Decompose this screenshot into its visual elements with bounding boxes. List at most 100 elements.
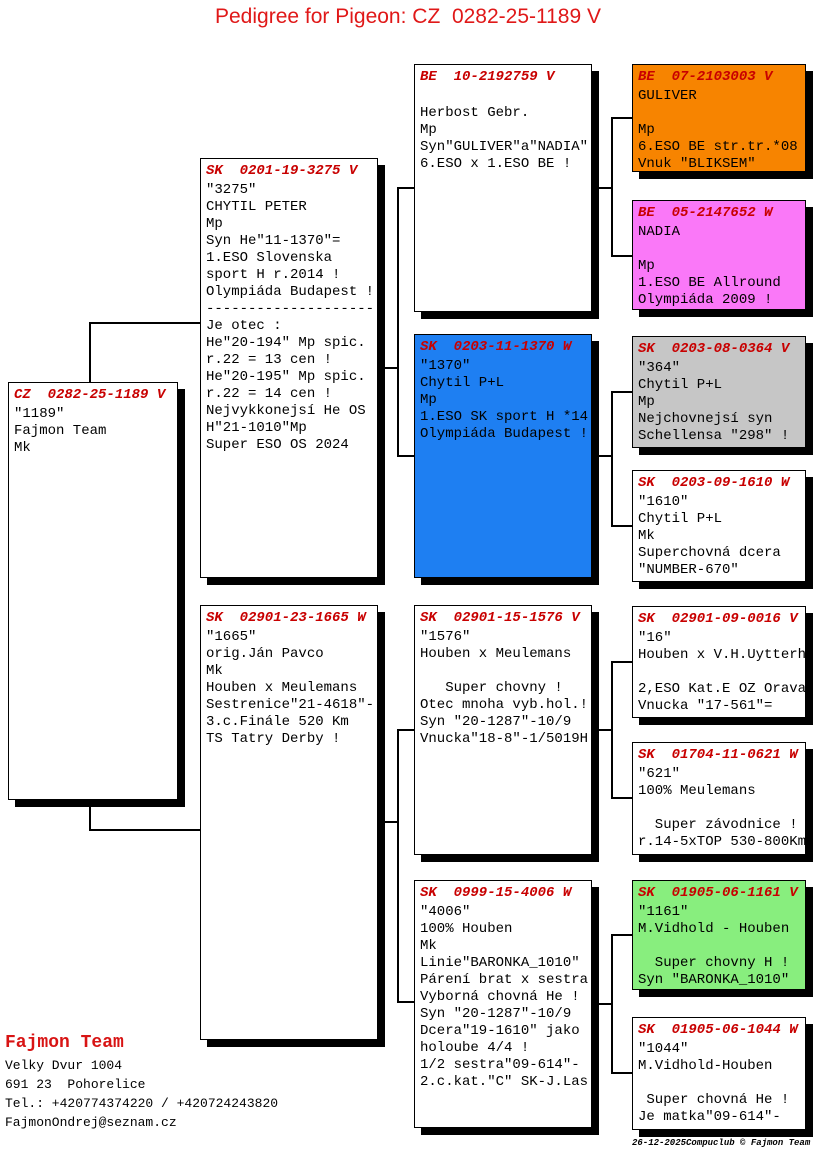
text-line: Je otec : — [206, 318, 282, 334]
text-line: Super chovny H ! — [638, 955, 790, 971]
text-line: CHYTIL PETER — [206, 199, 307, 215]
text-line: 2.c.kat."C" SK-J.Las — [420, 1074, 589, 1090]
text-line: Syn "20-1287"-10/9 — [420, 1006, 572, 1022]
pigeon-details: "621"100% Meulemans Super závodnice !r.1… — [638, 766, 806, 851]
text-line: Mp — [206, 216, 223, 232]
text-line: Chytil P+L — [420, 375, 505, 391]
text-line: "NUMBER-670" — [638, 562, 739, 578]
text-line: holoube 4/4 ! — [420, 1040, 530, 1056]
ring-number: SK 02901-09-0016 V — [638, 611, 798, 627]
connector-line — [89, 829, 201, 831]
text-line: He"20-194" Mp spic. — [206, 335, 366, 351]
program-credit: Compuclub © Fajmon Team — [686, 1138, 811, 1148]
text-line: Mp — [638, 394, 655, 410]
text-line: Syn He"11-1370"= — [206, 233, 341, 249]
connector-line — [611, 797, 632, 799]
text-line: 1.ESO BE Allround — [638, 275, 781, 291]
text-line: sport H r.2014 ! — [206, 267, 341, 283]
print-date: 26-12-2025 — [632, 1138, 687, 1148]
connector-line — [378, 821, 398, 823]
ring-number: CZ 0282-25-1189 V — [14, 387, 166, 403]
text-line: Houben x Meulemans — [206, 680, 358, 696]
text-line: Mk — [420, 938, 437, 954]
text-line: Vnucka "17-561"= — [638, 698, 773, 714]
text-line: Super ESO OS 2024 — [206, 437, 349, 453]
text-line: Nejvykkonejsí He OS — [206, 403, 366, 419]
text-line: Linie"BARONKA_1010" — [420, 955, 580, 971]
text-line: Houben x V.H.Uytterh — [638, 647, 806, 663]
connector-line — [592, 1003, 612, 1005]
text-line — [638, 241, 803, 258]
pigeon-details: "1161"M.Vidhold - Houben Super chovny H … — [638, 904, 803, 989]
connector-line — [611, 661, 613, 799]
connector-line — [397, 187, 399, 457]
text-line: Velky Dvur 1004 — [5, 1058, 123, 1073]
connector-line — [611, 525, 632, 527]
text-line: Superchovná dcera — [638, 545, 781, 561]
connector-line — [89, 322, 201, 324]
text-line: TS Tatry Derby ! — [206, 731, 341, 747]
text-line: Párení brat x sestra — [420, 972, 589, 988]
text-line: Mp — [638, 258, 655, 274]
connector-line — [611, 117, 632, 119]
text-line: "3275" — [206, 182, 257, 198]
text-line: Super závodnice ! — [638, 817, 798, 833]
text-line — [638, 938, 803, 955]
text-line: M.Vidhold-Houben — [638, 1058, 773, 1074]
ring-number: SK 01704-11-0621 W — [638, 747, 798, 763]
text-line: r.22 = 13 cen ! — [206, 352, 333, 368]
text-line: r.22 = 14 cen ! — [206, 386, 333, 402]
connector-line — [611, 255, 632, 257]
ring-number: SK 01905-06-1044 W — [638, 1022, 798, 1038]
connector-line — [397, 187, 415, 189]
text-line: "1610" — [638, 494, 689, 510]
text-line: 2,ESO Kat.E OZ Orava — [638, 681, 806, 697]
ring-number: BE 10-2192759 V — [420, 69, 555, 85]
connector-line — [611, 934, 632, 936]
connector-line — [611, 391, 632, 393]
connector-line — [397, 729, 399, 1003]
text-line — [638, 664, 803, 681]
text-line: 100% Houben — [420, 921, 513, 937]
connector-line — [611, 391, 613, 527]
ring-number: BE 05-2147652 W — [638, 205, 773, 221]
text-line: Dcera"19-1610" jako — [420, 1023, 580, 1039]
ring-number: SK 01905-06-1161 V — [638, 885, 798, 901]
text-line: NADIA — [638, 224, 681, 240]
pedigree-box-dam-dam-dam: SK 01905-06-1044 W "1044"M.Vidhold-Hoube… — [632, 1017, 806, 1130]
connector-line — [611, 661, 632, 663]
text-line: 3.c.Finále 520 Km — [206, 714, 349, 730]
text-line: r.14-5xTOP 530-800Km — [638, 834, 806, 850]
text-line: Syn "20-1287"-10/9 — [420, 714, 572, 730]
text-line: Olympiáda Budapest ! — [420, 426, 589, 442]
text-line — [638, 800, 803, 817]
text-line: "1576" — [420, 629, 471, 645]
pigeon-details: "1044"M.Vidhold-Houben Super chovná He !… — [638, 1041, 803, 1126]
text-line: 1/2 sestra"09-614"- — [420, 1057, 580, 1073]
text-line: 1.ESO SK sport H *14 — [420, 409, 589, 425]
text-line: Mk — [638, 528, 655, 544]
text-line: Chytil P+L — [638, 377, 723, 393]
ring-number: SK 0999-15-4006 W — [420, 885, 572, 901]
connector-line — [397, 1001, 415, 1003]
text-line: "16" — [638, 630, 672, 646]
text-line: Mp — [420, 392, 437, 408]
text-line: 6.ESO x 1.ESO BE ! — [420, 156, 572, 172]
connector-line — [611, 1072, 632, 1074]
text-line — [420, 663, 589, 680]
ring-number: SK 0203-11-1370 W — [420, 339, 572, 355]
ring-number: SK 02901-15-1576 V — [420, 610, 580, 626]
